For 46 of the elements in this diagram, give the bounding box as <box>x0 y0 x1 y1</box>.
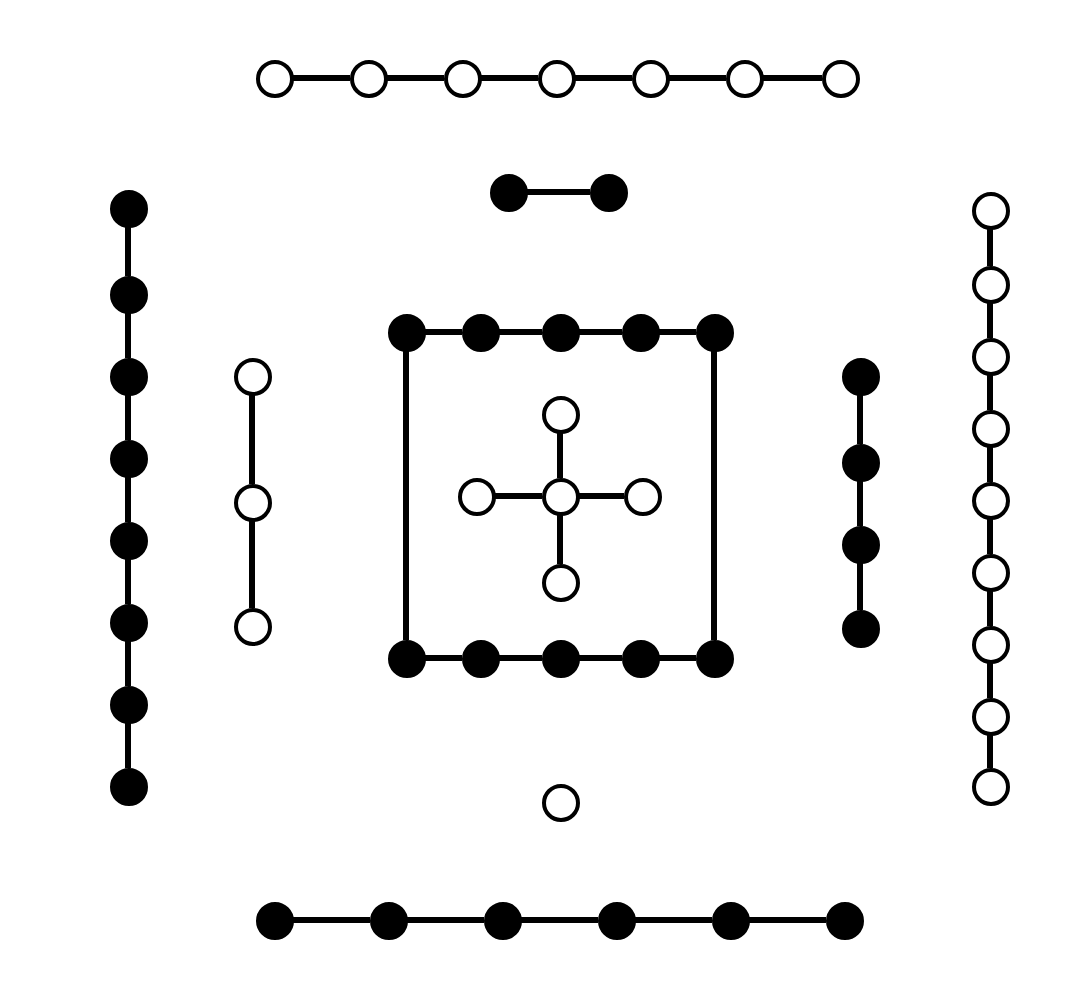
connector-line <box>526 189 590 195</box>
connector-line <box>987 590 993 626</box>
connector-line <box>748 917 826 923</box>
connector-line <box>249 520 255 608</box>
connector-line <box>520 917 598 923</box>
connector-line <box>494 493 542 499</box>
connector-line <box>125 476 131 522</box>
connector-line <box>574 75 632 81</box>
connector-line <box>480 75 538 81</box>
connector-line <box>987 662 993 698</box>
connector-line <box>406 917 484 923</box>
connector-line <box>578 329 622 335</box>
connector-line <box>557 432 563 478</box>
connector-line <box>578 655 622 661</box>
connector-line <box>987 446 993 482</box>
connector-line <box>125 226 131 276</box>
connector-line <box>987 228 993 266</box>
connector-line <box>424 329 462 335</box>
connector-line <box>857 480 863 526</box>
connector-line <box>125 558 131 604</box>
connector-line <box>711 350 717 640</box>
connector-line <box>125 722 131 768</box>
connector-line <box>987 518 993 554</box>
connector-line <box>857 562 863 610</box>
connector-line <box>292 75 350 81</box>
connector-line <box>857 394 863 444</box>
connector-line <box>987 734 993 768</box>
connector-line <box>424 655 462 661</box>
connector-line <box>578 493 624 499</box>
connector-line <box>292 917 370 923</box>
connector-line <box>668 75 726 81</box>
connector-line <box>403 350 409 640</box>
connector-line <box>762 75 822 81</box>
connector-line <box>498 329 542 335</box>
connector-line <box>386 75 444 81</box>
connector-line <box>634 917 712 923</box>
connector-line <box>987 302 993 338</box>
connector-line <box>498 655 542 661</box>
connector-line <box>658 655 696 661</box>
connector-line <box>125 312 131 358</box>
connector-line <box>249 394 255 484</box>
connector-line <box>557 514 563 564</box>
connector-line <box>125 640 131 686</box>
connector-line <box>125 394 131 440</box>
connector-line <box>658 329 696 335</box>
connector-line <box>987 374 993 410</box>
